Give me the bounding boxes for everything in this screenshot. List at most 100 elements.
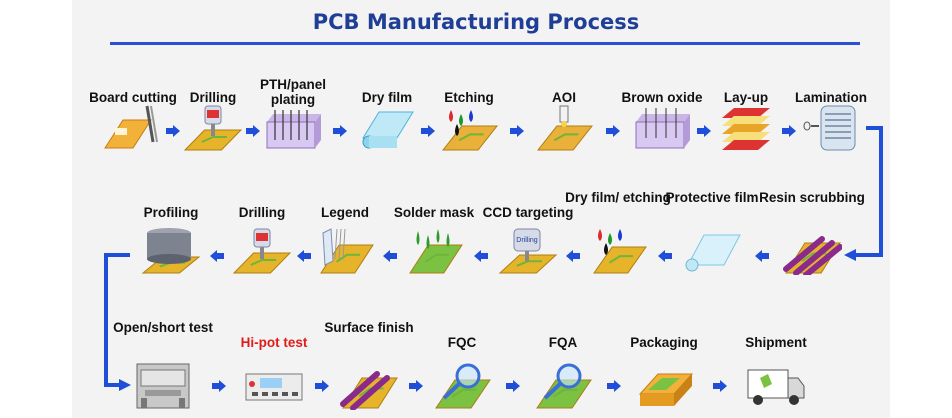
diagram-title: PCB Manufacturing Process [312, 10, 640, 34]
flow-arrow-right-icon [408, 380, 423, 392]
process-step: Packaging [609, 0, 719, 418]
process-step: PTH/panel plating [238, 0, 348, 418]
step-label: Dry film [361, 90, 413, 105]
step-label: Shipment [745, 335, 807, 350]
flow-arrow-left-icon [566, 250, 580, 262]
etching-icon [441, 110, 499, 151]
step-label: Packaging [630, 335, 698, 350]
profiling-icon [141, 228, 201, 274]
step-label: CCD targeting [482, 205, 574, 220]
step-label: PTH/panel plating [259, 77, 326, 107]
flow-arrow-right-icon [421, 125, 435, 137]
step-label: Solder mask [393, 205, 475, 220]
process-step: Dry film/ etching [563, 0, 673, 418]
flow-arrow-right-icon [211, 380, 226, 392]
flow-arrow-right-icon [166, 125, 180, 137]
process-step: Drilling [207, 0, 317, 418]
dry-film-icon [362, 111, 414, 149]
diagram-panel [72, 0, 890, 418]
process-step: Protective film [657, 0, 767, 418]
hipot-tester-icon [245, 373, 303, 401]
lamination-press-icon [803, 105, 856, 151]
process-step: Open/short test [108, 0, 218, 418]
lay-up-icon [722, 108, 770, 150]
flow-arrow-left-icon [755, 250, 769, 262]
process-step: Brown oxide [607, 0, 717, 418]
flow-arrow-right-icon [697, 125, 711, 137]
process-step: Board cutting [78, 0, 188, 418]
brown-oxide-icon [635, 108, 690, 149]
process-step: Etching [414, 0, 524, 418]
svg-text:Drilling: Drilling [516, 237, 538, 244]
step-label: Brown oxide [621, 90, 703, 105]
step-label: FQA [548, 335, 578, 350]
aoi-icon [536, 105, 594, 151]
flow-arrow-left-icon [296, 250, 311, 262]
process-step: FQC [407, 0, 517, 418]
connector-row1-row2 [856, 126, 883, 257]
process-step: Surface finish [314, 0, 424, 418]
magnifier-board-icon [435, 363, 491, 409]
step-label: AOI [551, 90, 576, 105]
flow-arrow-right-icon [314, 380, 329, 392]
flow-arrow-right-icon [781, 125, 796, 137]
step-label: Drilling [238, 205, 286, 220]
process-step: FQA [508, 0, 618, 418]
title-underline [110, 42, 860, 45]
step-label: Open/short test [113, 320, 213, 335]
plating-tank-icon [266, 110, 321, 149]
process-step: Profiling [116, 0, 226, 418]
flow-arrow-left-icon [474, 250, 488, 262]
step-label: FQC [447, 335, 477, 350]
step-label: Dry film/ etching [565, 190, 671, 205]
process-step: Dry film [332, 0, 442, 418]
process-step: Lay-up [691, 0, 801, 418]
flow-arrow-right-icon [246, 125, 260, 137]
step-label: Lay-up [723, 90, 769, 105]
drilling-icon [183, 105, 243, 151]
legend-icon [320, 228, 374, 274]
connector-arrowhead-1 [844, 249, 856, 261]
process-step: Resin scrubbing [757, 0, 867, 418]
process-step: Shipment [721, 0, 831, 418]
packaging-icon [638, 373, 694, 406]
flow-arrow-right-icon [505, 380, 520, 392]
protective-film-icon [685, 234, 741, 272]
step-label: Etching [444, 90, 494, 105]
test-machine-icon [136, 363, 190, 409]
process-step: Drilling [158, 0, 268, 418]
step-label: Protective film [665, 190, 759, 205]
solder-mask-icon [409, 229, 463, 274]
connector-arrowhead-2 [119, 379, 131, 391]
step-label: Drilling [189, 90, 237, 105]
magnifier-board-icon [536, 363, 592, 409]
flow-arrow-right-icon [509, 125, 524, 137]
flow-arrow-left-icon [382, 250, 397, 262]
board-cutting-icon [104, 105, 158, 149]
step-label: Hi-pot test [240, 335, 308, 350]
flow-arrow-right-icon [713, 380, 727, 392]
process-step: AOI [509, 0, 619, 418]
connector-row2-row3 [104, 253, 130, 387]
surface-finish-icon [340, 371, 398, 410]
process-step: Lamination [776, 0, 886, 418]
drilling-icon [232, 228, 292, 274]
process-step: Hi-pot test [219, 0, 329, 418]
step-label: Resin scrubbing [759, 190, 865, 205]
step-label: Legend [320, 205, 369, 220]
truck-icon [747, 369, 805, 405]
ccd-targeting-icon: Drilling [498, 228, 558, 274]
step-label: Profiling [143, 205, 199, 220]
flow-arrow-right-icon [606, 125, 620, 137]
process-step: Solder mask [379, 0, 489, 418]
flow-arrow-left-icon [658, 250, 672, 262]
process-step: Legend [290, 0, 400, 418]
step-label: Surface finish [324, 320, 414, 335]
step-label: Lamination [794, 90, 867, 105]
flow-arrow-right-icon [333, 125, 347, 137]
flow-arrow-left-icon [209, 250, 224, 262]
flow-arrow-right-icon [606, 380, 621, 392]
dry-film-etching-icon [593, 229, 647, 274]
